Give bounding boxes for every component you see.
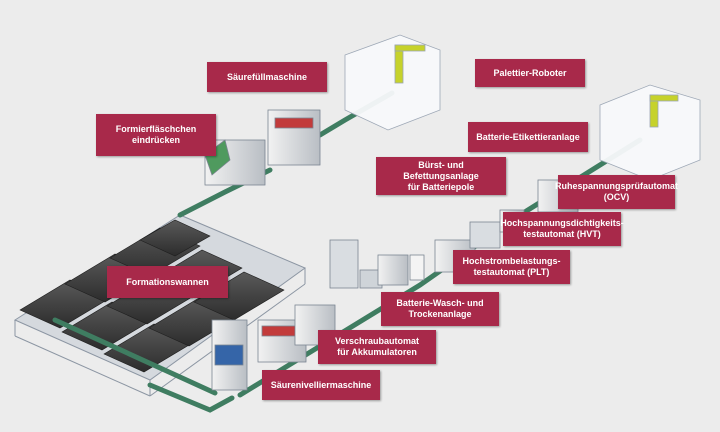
label-verschraub: Verschraubautomat für Akkumulatoren xyxy=(318,330,436,364)
label-saeurenivellier: Säurenivelliermaschine xyxy=(262,370,380,400)
label-plt: Hochstrombelastungs- testautomat (PLT) xyxy=(453,250,570,284)
label-saeurefuellmaschine: Säurefüllmaschine xyxy=(207,62,327,92)
palletizing-cells xyxy=(344,34,701,181)
label-wasch-trocken: Batterie-Wasch- und Trockenanlage xyxy=(381,292,499,326)
upper-machines xyxy=(204,109,321,186)
label-etikettieranlage: Batterie-Etikettieranlage xyxy=(468,122,588,152)
label-palettier-roboter: Palettier-Roboter xyxy=(475,59,585,87)
label-ocv: Ruhespannungsprüfautomat (OCV) xyxy=(555,175,678,209)
label-hvt: Hochspannungsdichtigkeits- testautomat (… xyxy=(500,212,624,246)
label-formationswannen: Formationswannen xyxy=(107,266,228,298)
label-formierflaeschchen: Formierfläschchen eindrücken xyxy=(96,114,216,156)
label-buerst-befettung: Bürst- und Befettungsanlage für Batterie… xyxy=(376,157,506,195)
